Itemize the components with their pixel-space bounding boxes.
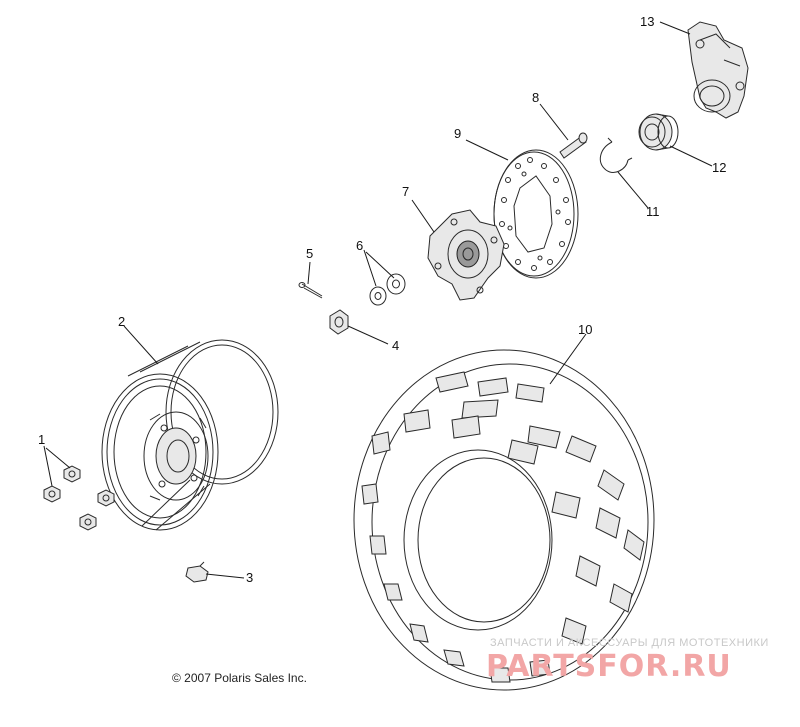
copyright-text: © 2007 Polaris Sales Inc. <box>172 671 307 685</box>
brake-disc-bolt-part <box>559 132 588 159</box>
callout-5: 5 <box>306 246 313 261</box>
steering-knuckle-part <box>687 21 749 119</box>
callout-13: 13 <box>640 14 654 29</box>
callout-10: 10 <box>578 322 592 337</box>
watermark-tagline: ЗАПЧАСТИ И АКСЕССУАРЫ ДЛЯ МОТОТЕХНИКИ <box>490 637 769 649</box>
watermark: ЗАПЧАСТИ И АКСЕССУАРЫ ДЛЯ МОТОТЕХНИКИ PA… <box>486 637 769 684</box>
wheel-rim-part <box>101 339 279 531</box>
wheel-hub-part <box>427 209 505 301</box>
callout-3: 3 <box>246 570 253 585</box>
wheel-bearing-part <box>638 113 679 151</box>
callout-9: 9 <box>454 126 461 141</box>
callout-labels: 13 12 11 8 9 7 6 5 4 10 2 1 3 <box>38 14 726 585</box>
callout-4: 4 <box>392 338 399 353</box>
tire-tread-blocks <box>361 371 645 683</box>
callout-12: 12 <box>712 160 726 175</box>
callout-8: 8 <box>532 90 539 105</box>
valve-stem-part <box>185 561 209 583</box>
tire-part <box>353 349 655 691</box>
callout-7: 7 <box>402 184 409 199</box>
callout-11: 11 <box>646 204 660 219</box>
castle-nut-part <box>329 309 349 335</box>
brake-disc-holes <box>499 157 571 271</box>
callout-2: 2 <box>118 314 125 329</box>
brake-disc-part <box>493 149 579 279</box>
callout-1: 1 <box>38 432 45 447</box>
watermark-brand: PARTSFOR.RU <box>486 649 732 684</box>
callout-6: 6 <box>356 238 363 253</box>
cotter-pin-part <box>298 282 323 299</box>
washer-part <box>369 273 406 306</box>
leader-lines <box>43 21 713 579</box>
snap-ring-part <box>599 137 633 173</box>
lug-nut-part <box>43 465 115 531</box>
